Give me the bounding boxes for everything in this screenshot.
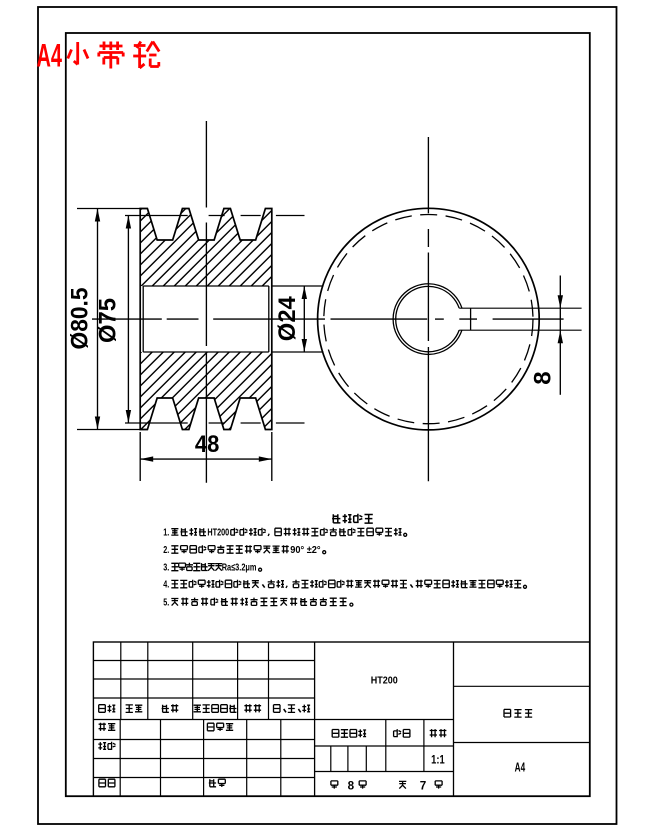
svg-text:2.: 2. xyxy=(163,545,169,556)
svg-text:3.: 3. xyxy=(163,562,169,573)
svg-text:Ø80.5: Ø80.5 xyxy=(67,288,94,350)
svg-text:7: 7 xyxy=(420,778,427,792)
svg-text:1.: 1. xyxy=(163,528,169,539)
svg-text:Ø75: Ø75 xyxy=(94,298,121,343)
svg-text:A4: A4 xyxy=(37,38,63,74)
svg-text:4.: 4. xyxy=(163,580,169,591)
svg-text:A4: A4 xyxy=(515,760,526,774)
svg-text:1:1: 1:1 xyxy=(431,752,445,766)
svg-text:HT200: HT200 xyxy=(371,676,398,687)
svg-text:HT200: HT200 xyxy=(207,528,229,539)
svg-text:Ø24: Ø24 xyxy=(274,296,301,342)
svg-text:48: 48 xyxy=(195,431,220,458)
svg-text:8: 8 xyxy=(348,778,355,792)
svg-text:90° ±2°: 90° ±2° xyxy=(290,545,320,556)
svg-text:8: 8 xyxy=(530,371,557,384)
svg-text:5.: 5. xyxy=(163,597,169,608)
svg-text:Ra≤3.2μm: Ra≤3.2μm xyxy=(222,562,257,573)
